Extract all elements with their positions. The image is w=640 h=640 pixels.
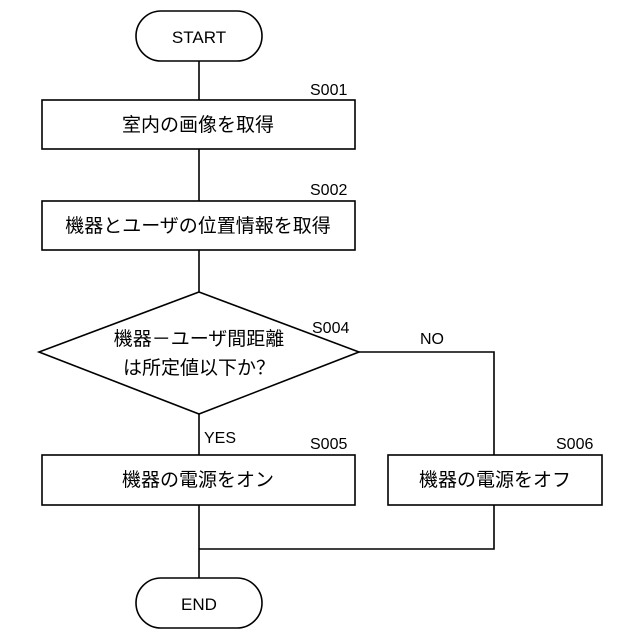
decision-s004-label-line1: 機器－ユーザ間距離 bbox=[114, 328, 285, 350]
step-s002-label: 機器とユーザの位置情報を取得 bbox=[65, 215, 331, 237]
start-label: START bbox=[172, 28, 226, 47]
start-terminal: START bbox=[136, 11, 262, 61]
end-label: END bbox=[181, 595, 217, 614]
decision-s004-id: S004 bbox=[312, 320, 349, 337]
decision-s004-diamond bbox=[39, 292, 359, 414]
step-s005-id: S005 bbox=[310, 436, 347, 453]
step-s005-label: 機器の電源をオン bbox=[122, 469, 274, 491]
edge-label-yes: YES bbox=[204, 430, 236, 447]
step-s006-id: S006 bbox=[556, 436, 593, 453]
connector-s006-merge bbox=[199, 505, 494, 549]
decision-s004: 機器－ユーザ間距離 は所定値以下か？ S004 bbox=[39, 292, 359, 414]
step-s001-id: S001 bbox=[310, 82, 347, 99]
decision-s004-label-line2: は所定値以下か？ bbox=[123, 357, 275, 379]
step-s006: 機器の電源をオフ S006 bbox=[388, 436, 602, 505]
edge-label-no: NO bbox=[420, 331, 444, 348]
end-terminal: END bbox=[136, 578, 262, 628]
connector-s004-s006-no bbox=[359, 352, 494, 455]
step-s002-id: S002 bbox=[310, 182, 347, 199]
step-s006-label: 機器の電源をオフ bbox=[419, 469, 571, 491]
step-s001-label: 室内の画像を取得 bbox=[122, 114, 274, 136]
